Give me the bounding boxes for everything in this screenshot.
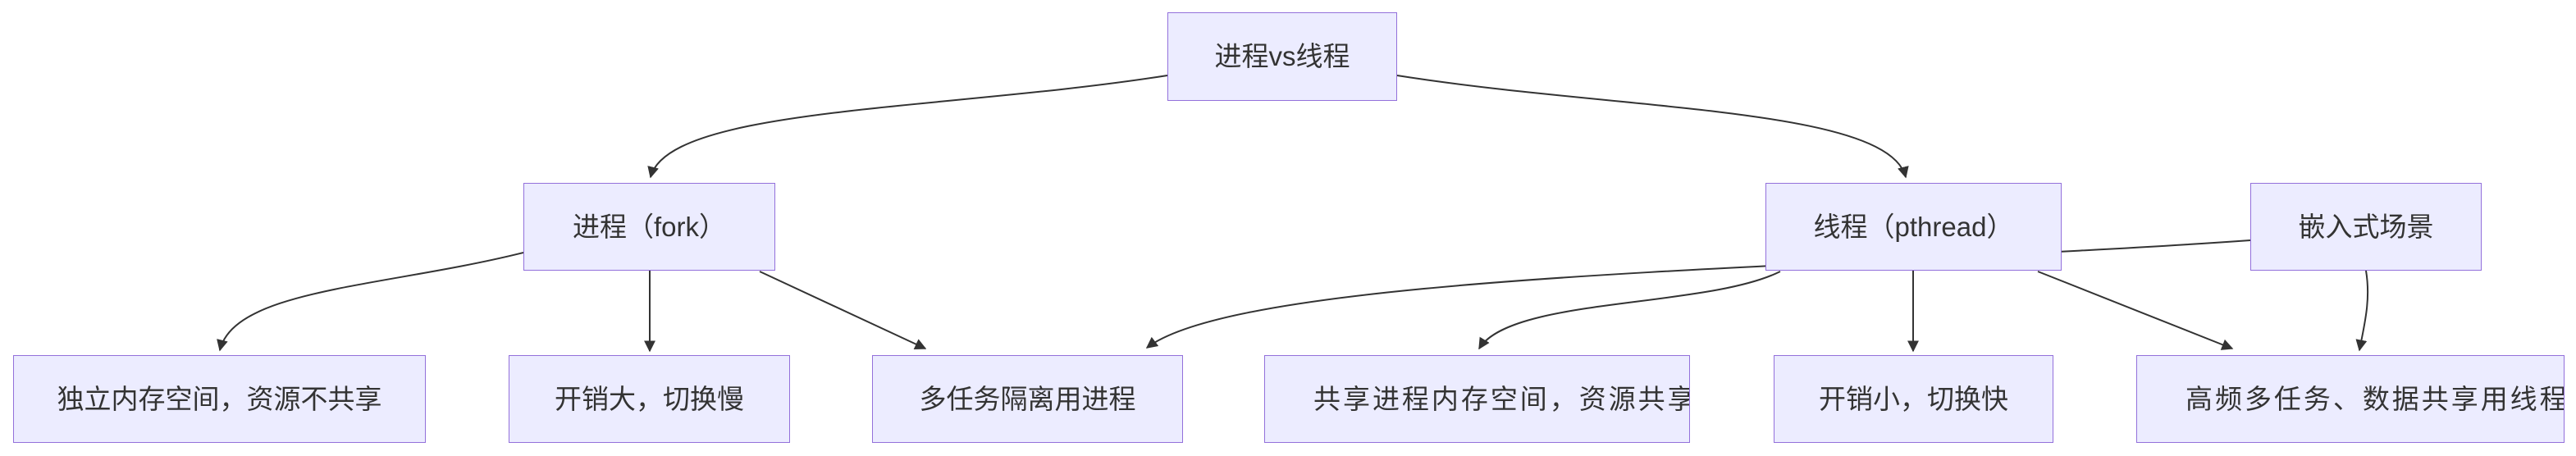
flowchart-node-proc-cost: 开销大，切换慢 (509, 355, 790, 443)
node-label-proc-memory: 独立内存空间，资源不共享 (57, 383, 382, 414)
node-label-fork: 进程（fork） (572, 211, 726, 242)
edge-root-to-fork (647, 75, 1168, 179)
node-label-thread-memory: 共享进程内存空间，资源共享 (1313, 383, 1690, 414)
node-label-proc-usecase: 多任务隔离用进程 (919, 383, 1136, 414)
flowchart-node-root: 进程vs线程 (1167, 12, 1397, 101)
edge-group (217, 75, 2369, 353)
node-label-root: 进程vs线程 (1214, 41, 1350, 72)
node-label-thread-usecase: 高频多任务、数据共享用线程 (2185, 383, 2565, 414)
flowchart-node-thread-memory: 共享进程内存空间，资源共享 (1264, 355, 1690, 443)
flowchart-node-thread-cost: 开销小，切换快 (1774, 355, 2053, 443)
edge-root-to-pthread (1396, 75, 1909, 179)
flowchart-node-fork: 进程（fork） (523, 183, 775, 271)
node-label-embedded: 嵌入式场景 (2298, 211, 2434, 242)
flowchart-node-embedded: 嵌入式场景 (2250, 183, 2482, 271)
node-label-thread-cost: 开销小，切换快 (1819, 383, 2008, 414)
node-label-pthread: 线程（pthread） (1813, 211, 2014, 242)
edge-pthread-to-thread-usecase (2037, 271, 2234, 350)
node-label-proc-cost: 开销大，切换慢 (555, 383, 744, 414)
flowchart-node-pthread: 线程（pthread） (1765, 183, 2062, 271)
edge-embedded-to-thread-usecase (2355, 270, 2369, 352)
edge-fork-to-proc-memory (217, 252, 524, 352)
flowchart-node-thread-usecase: 高频多任务、数据共享用线程 (2136, 355, 2565, 443)
flowchart-node-proc-memory: 独立内存空间，资源不共享 (13, 355, 426, 443)
edge-fork-to-proc-usecase (759, 271, 927, 350)
flowchart-node-proc-usecase: 多任务隔离用进程 (872, 355, 1183, 443)
edge-pthread-to-thread-memory (1478, 271, 1781, 350)
